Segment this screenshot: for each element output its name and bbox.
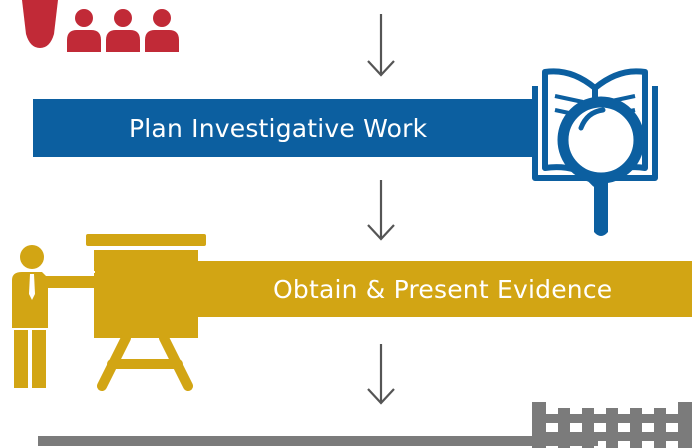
step-label-plan: Plan Investigative Work [129,113,428,143]
trophy-icon [22,0,58,48]
down-arrow-icon [367,180,395,241]
step-label-evidence: Obtain & Present Evidence [273,274,613,304]
step-bar-third [38,436,598,446]
down-arrow-icon [367,14,395,77]
step-bar-plan: Plan Investigative Work [33,99,538,157]
magnifier-book-icon [532,68,658,236]
down-arrow-icon [367,344,395,405]
step-bar-evidence: Obtain & Present Evidence [95,261,692,317]
people-group-icon [67,9,179,52]
fence-icon [532,402,692,448]
